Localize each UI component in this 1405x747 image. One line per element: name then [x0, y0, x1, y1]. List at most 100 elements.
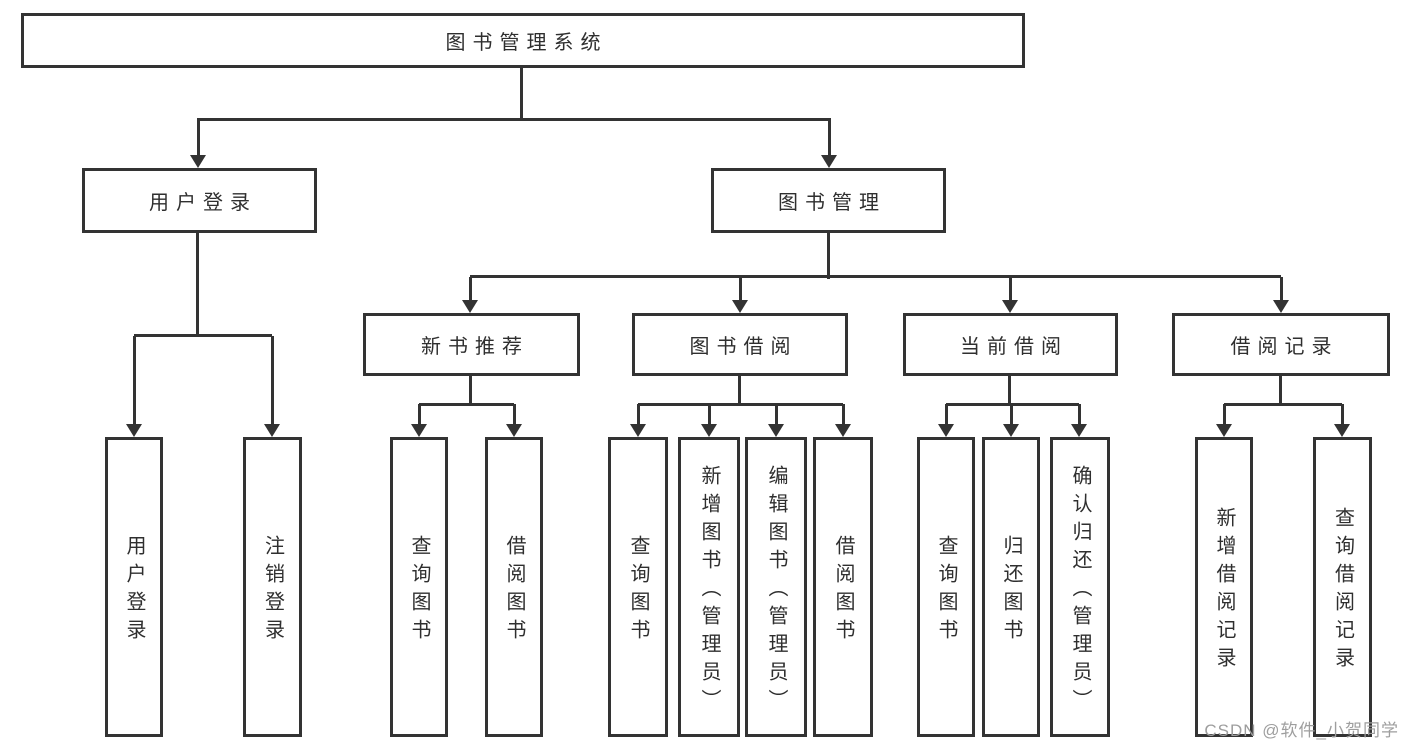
arrow-stem	[468, 277, 472, 301]
leaf-user-login-label: 用户登录	[123, 535, 145, 647]
arrow-down	[1273, 277, 1289, 313]
leaf-confirm-return-admin-label: 确认归还（管理员）	[1069, 465, 1091, 717]
leaf-add-books-admin-label: 新增图书（管理员）	[698, 465, 720, 717]
arrow-down	[190, 120, 206, 168]
leaf-add-books-admin: 新增图书（管理员）	[678, 437, 740, 737]
arrow-down	[701, 404, 717, 437]
leaf-logout: 注销登录	[243, 437, 302, 737]
arrow-down	[264, 336, 280, 437]
arrow-stem	[841, 404, 845, 425]
arrow-down	[411, 404, 427, 437]
node-new-book-recommend: 新书推荐	[363, 313, 580, 376]
connector-vline	[738, 376, 741, 406]
leaf-query-books-borrowing: 查询图书	[608, 437, 668, 737]
connector-vline	[827, 233, 830, 279]
connector-vline	[196, 233, 199, 337]
arrow-head	[630, 424, 646, 437]
arrow-head	[1334, 424, 1350, 437]
arrow-stem	[1008, 277, 1012, 301]
leaf-return-books: 归还图书	[982, 437, 1040, 737]
node-book-management-label: 图书管理	[778, 192, 886, 214]
arrow-head	[411, 424, 427, 437]
leaf-query-borrow-record-label: 查询借阅记录	[1331, 507, 1354, 675]
node-book-borrowing: 图书借阅	[632, 313, 848, 376]
leaf-edit-books-admin: 编辑图书（管理员）	[745, 437, 807, 737]
leaf-borrow-books-borrowing-label: 借阅图书	[832, 535, 854, 647]
arrow-head	[1273, 300, 1289, 313]
arrow-head	[1003, 424, 1019, 437]
arrow-head	[835, 424, 851, 437]
arrow-head	[821, 155, 837, 168]
leaf-borrow-books-recommend: 借阅图书	[485, 437, 543, 737]
arrow-down	[1216, 404, 1232, 437]
leaf-user-login: 用户登录	[105, 437, 163, 737]
arrow-stem	[132, 336, 136, 425]
leaf-query-books-recommend-label: 查询图书	[408, 535, 430, 647]
leaf-query-books-recommend: 查询图书	[390, 437, 448, 737]
arrow-stem	[270, 336, 274, 425]
arrow-head	[1216, 424, 1232, 437]
arrow-head	[768, 424, 784, 437]
arrow-head	[1002, 300, 1018, 313]
arrow-down	[630, 404, 646, 437]
leaf-confirm-return-admin: 确认归还（管理员）	[1050, 437, 1110, 737]
leaf-edit-books-admin-label: 编辑图书（管理员）	[765, 465, 787, 717]
connector-hline	[946, 403, 1079, 406]
arrow-down	[1071, 404, 1087, 437]
node-user-login-label: 用户登录	[149, 192, 257, 214]
arrow-head	[1071, 424, 1087, 437]
connector-vline	[1008, 376, 1011, 406]
arrow-down	[462, 277, 478, 313]
connector-vline	[520, 68, 523, 120]
arrow-head	[938, 424, 954, 437]
node-user-login: 用户登录	[82, 168, 317, 233]
arrow-head	[701, 424, 717, 437]
leaf-return-books-label: 归还图书	[1000, 535, 1022, 647]
arrow-down	[1002, 277, 1018, 313]
leaf-logout-label: 注销登录	[261, 535, 284, 647]
node-current-borrowing: 当前借阅	[903, 313, 1118, 376]
leaf-borrow-books-recommend-label: 借阅图书	[503, 535, 525, 647]
arrow-down	[1003, 404, 1019, 437]
arrow-down	[506, 404, 522, 437]
connector-hline	[470, 275, 1281, 278]
arrow-stem	[827, 120, 831, 156]
leaf-query-borrow-record: 查询借阅记录	[1313, 437, 1372, 737]
arrow-stem	[1340, 404, 1344, 425]
leaf-query-books-current-label: 查询图书	[935, 535, 957, 647]
arrow-head	[264, 424, 280, 437]
arrow-head	[126, 424, 142, 437]
root-node-label: 图书管理系统	[445, 32, 608, 54]
arrow-head	[732, 300, 748, 313]
arrow-stem	[774, 404, 778, 425]
connector-vline	[1279, 376, 1282, 406]
arrow-head	[462, 300, 478, 313]
leaf-query-books-borrowing-label: 查询图书	[627, 535, 649, 647]
arrow-stem	[417, 404, 421, 425]
connector-hline	[134, 334, 272, 337]
leaf-add-borrow-record: 新增借阅记录	[1195, 437, 1253, 737]
arrow-stem	[707, 404, 711, 425]
node-new-book-recommend-label: 新书推荐	[421, 336, 529, 358]
leaf-borrow-books-borrowing: 借阅图书	[813, 437, 873, 737]
arrow-down	[1334, 404, 1350, 437]
arrow-stem	[944, 404, 948, 425]
connector-hline	[419, 403, 514, 406]
arrow-down	[732, 277, 748, 313]
arrow-down	[938, 404, 954, 437]
arrow-stem	[1222, 404, 1226, 425]
arrow-stem	[738, 277, 742, 301]
arrow-down	[835, 404, 851, 437]
arrow-stem	[636, 404, 640, 425]
watermark: CSDN @软件_小贺同学	[1204, 721, 1399, 740]
connector-hline	[638, 403, 843, 406]
arrow-stem	[1009, 404, 1013, 425]
node-borrowing-records-label: 借阅记录	[1230, 336, 1339, 358]
arrow-head	[506, 424, 522, 437]
connector-hline	[197, 118, 831, 121]
arrow-stem	[1279, 277, 1283, 301]
connector-hline	[1224, 403, 1342, 406]
leaf-add-borrow-record-label: 新增借阅记录	[1213, 507, 1235, 675]
arrow-down	[768, 404, 784, 437]
